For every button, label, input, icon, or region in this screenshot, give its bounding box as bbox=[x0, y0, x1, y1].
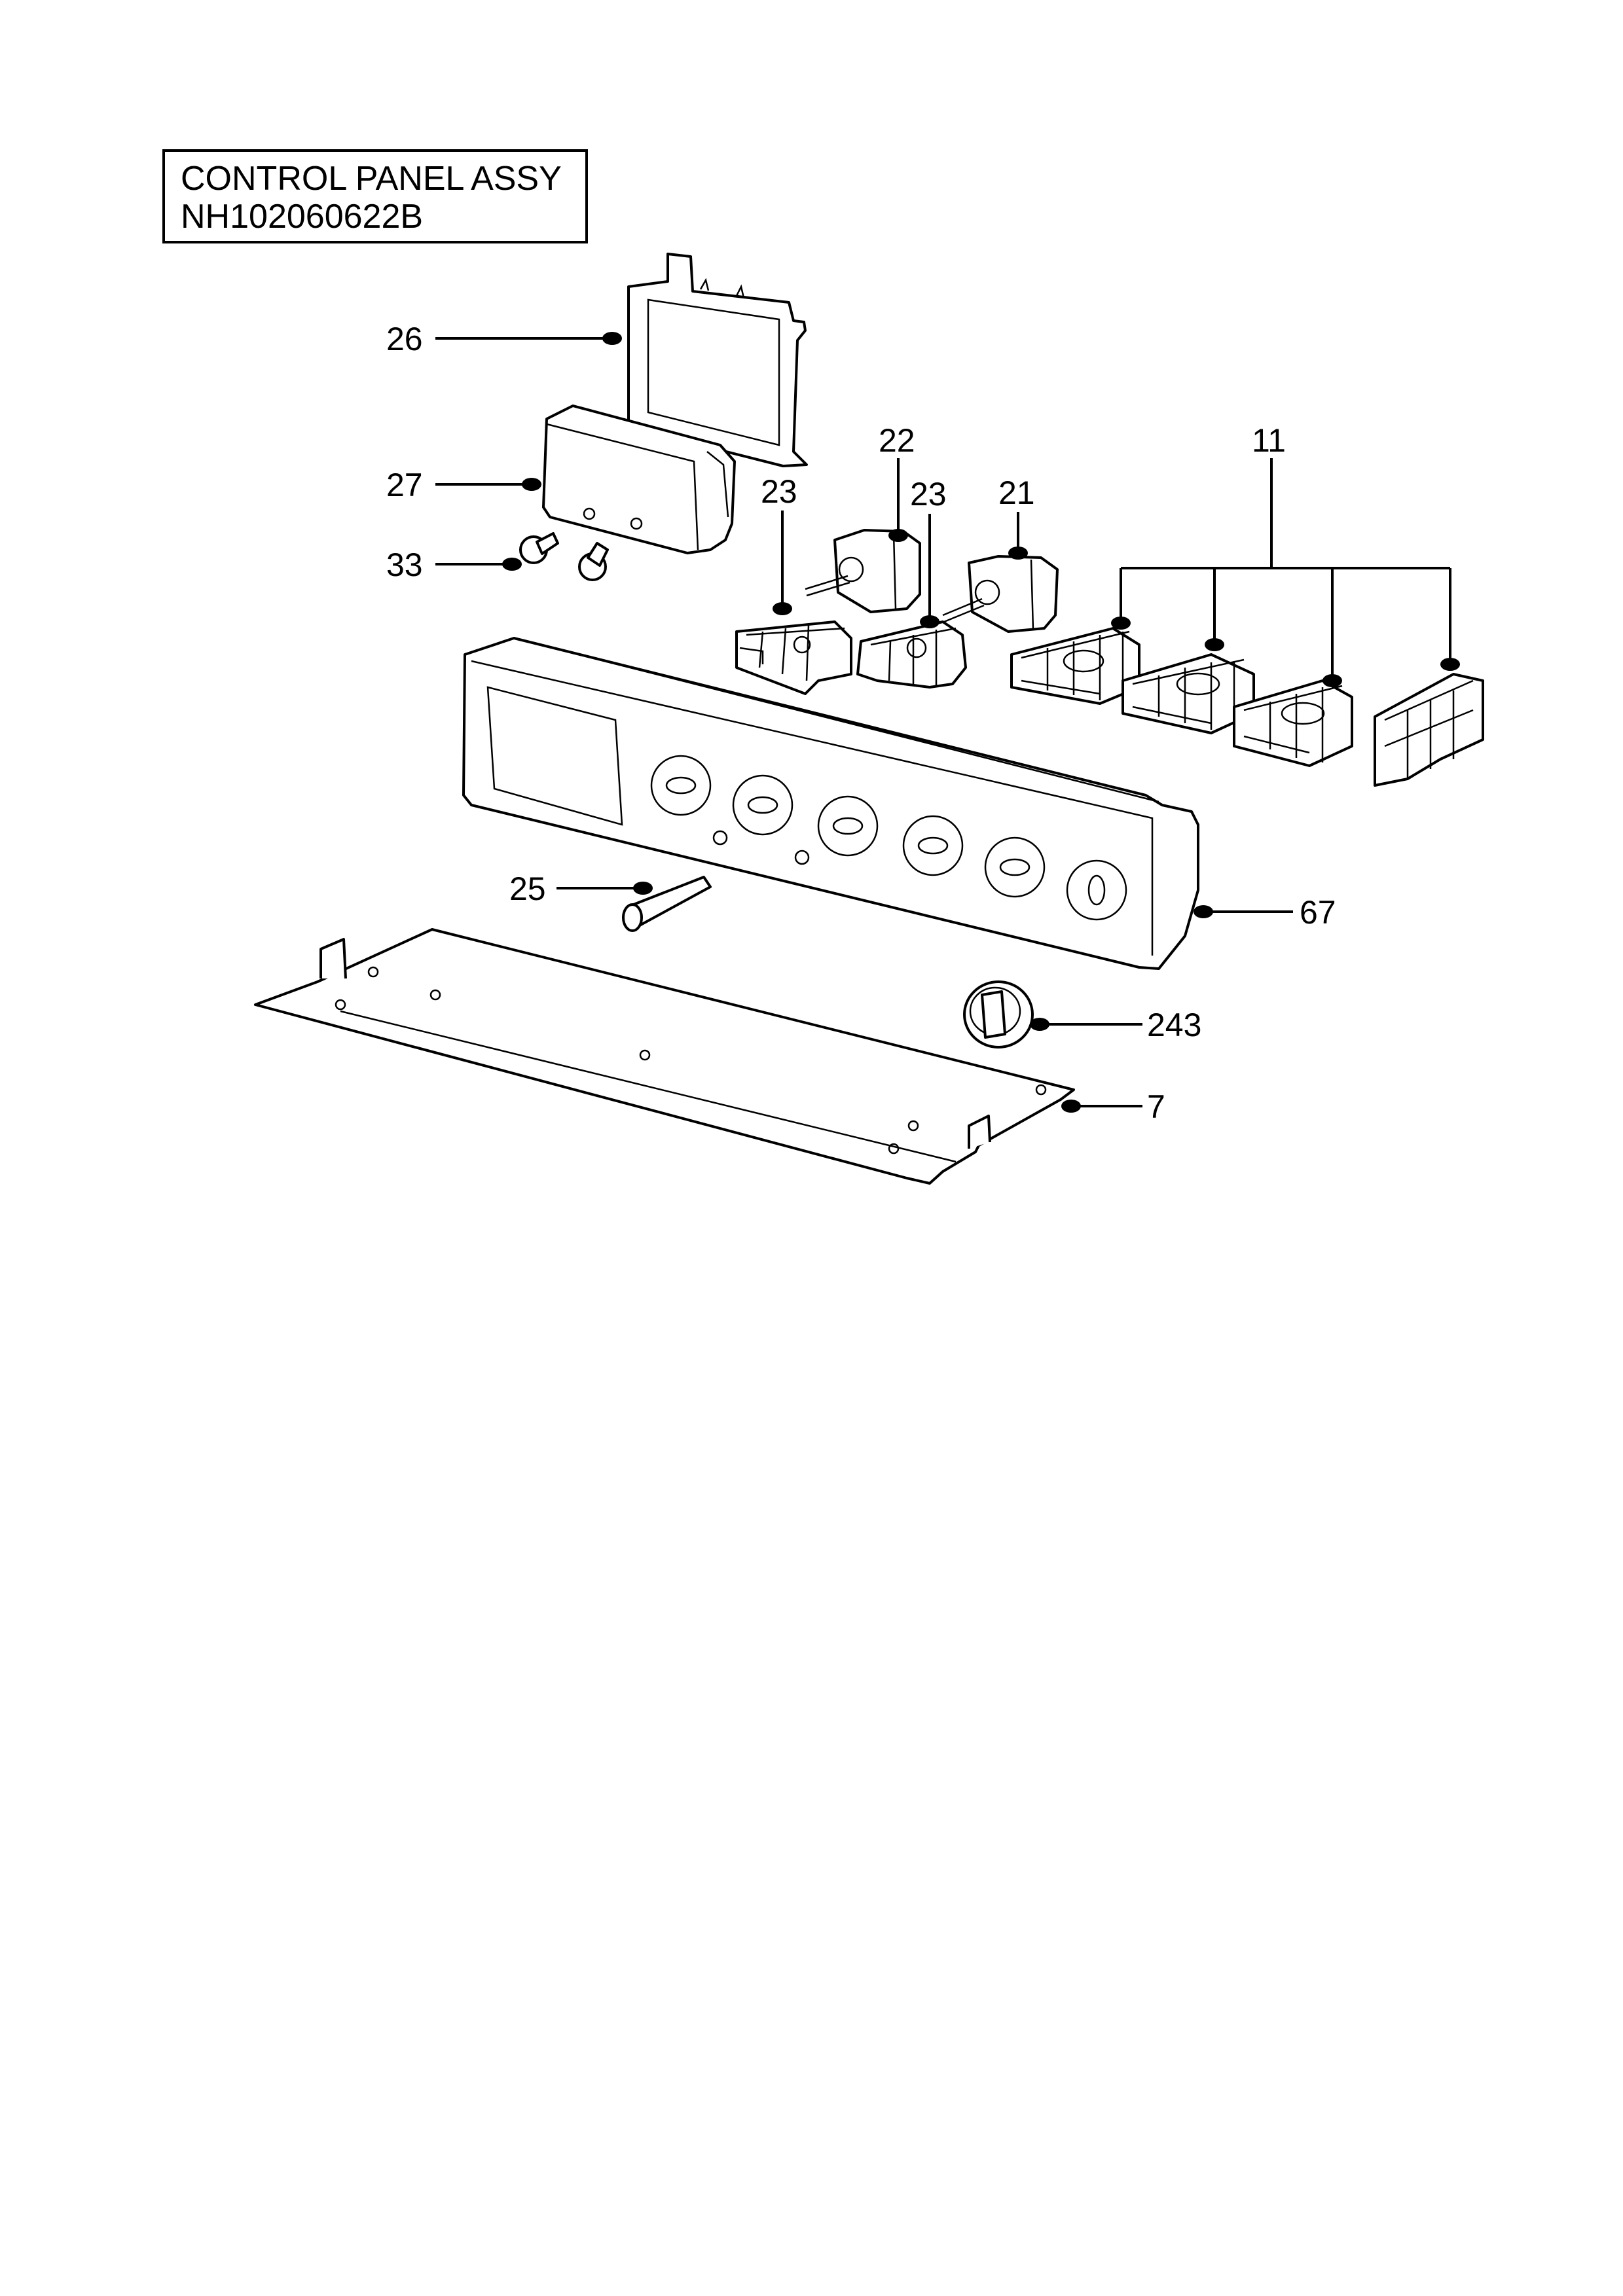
part-26-bracket bbox=[627, 253, 808, 467]
callout-67: 67 bbox=[1300, 894, 1336, 931]
callout-243: 243 bbox=[1147, 1007, 1201, 1043]
part-33-screws bbox=[519, 532, 609, 581]
part-27-module bbox=[542, 404, 736, 554]
callout-25: 25 bbox=[509, 870, 546, 907]
callout-26: 26 bbox=[386, 321, 423, 357]
part-11-switch-2 bbox=[1122, 653, 1255, 734]
callout-22: 22 bbox=[879, 422, 915, 459]
assembly-code: NH102060622B bbox=[181, 198, 424, 236]
part-23-switch-right bbox=[856, 620, 967, 689]
callout-23-right: 23 bbox=[910, 476, 947, 512]
callout-33: 33 bbox=[386, 547, 423, 583]
callout-7: 7 bbox=[1147, 1088, 1165, 1125]
title-box: CONTROL PANEL ASSY NH102060622B bbox=[162, 149, 588, 243]
part-23-switch-left bbox=[735, 620, 852, 695]
callout-21: 21 bbox=[998, 475, 1035, 511]
assembly-title: CONTROL PANEL ASSY bbox=[181, 160, 562, 198]
part-243-knob bbox=[963, 980, 1034, 1049]
part-7-bottom-panel bbox=[254, 928, 1075, 1185]
leader-lines bbox=[435, 332, 1460, 1113]
callout-11: 11 bbox=[1252, 422, 1286, 459]
callout-labels: 26 27 33 22 23 23 21 11 25 67 243 7 bbox=[386, 321, 1336, 1125]
part-67-fascia bbox=[462, 637, 1199, 970]
part-22-switch bbox=[805, 529, 921, 613]
callout-27: 27 bbox=[386, 467, 423, 503]
fascia-knob-holes bbox=[650, 755, 1127, 921]
part-25-lamp bbox=[622, 876, 712, 932]
part-11-switch-4 bbox=[1374, 673, 1484, 787]
callout-23-left: 23 bbox=[761, 473, 797, 510]
part-11-switch-1 bbox=[1010, 627, 1140, 705]
part-21-switch bbox=[942, 555, 1059, 633]
